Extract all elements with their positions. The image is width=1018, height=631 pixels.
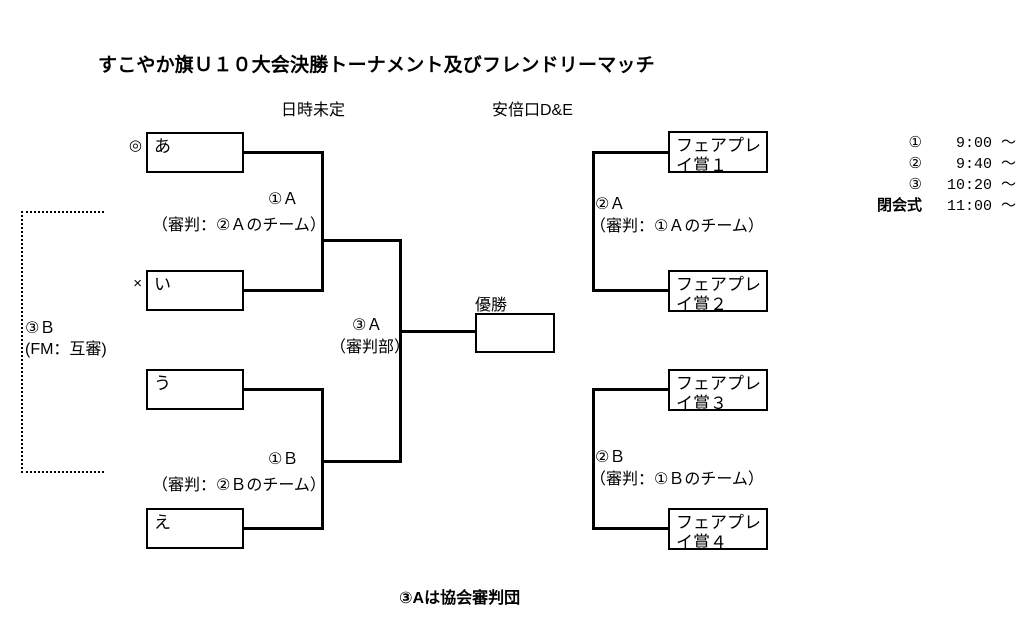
fairplay-line-a-vertical bbox=[592, 151, 595, 292]
schedule-key-2: ② bbox=[908, 155, 922, 172]
schedule-row: ③ 10:20 ～ bbox=[866, 173, 1016, 194]
match-code-2b: ②Ｂ bbox=[595, 449, 626, 466]
fairplay-box-4[interactable]: フェアプレ イ賞４ bbox=[668, 508, 768, 552]
match-referee-3a: （審判部） bbox=[330, 339, 411, 356]
team-mark-1: ◎ bbox=[128, 137, 142, 154]
friendly-match-referee: (FM：互審) bbox=[25, 341, 107, 358]
team-name-4: え bbox=[154, 513, 171, 532]
team-name-3: う bbox=[154, 374, 171, 393]
fairplay-label-3: フェアプレ イ賞３ bbox=[676, 374, 761, 413]
fairplay-box-3[interactable]: フェアプレ イ賞３ bbox=[668, 369, 768, 413]
bracket-line-b-out bbox=[321, 460, 402, 463]
fairplay-line-b-top bbox=[592, 388, 670, 391]
champion-box[interactable] bbox=[475, 313, 555, 353]
schedule-key-4: 閉会式 bbox=[876, 197, 922, 214]
schedule-time-2: 9:40 ～ bbox=[955, 156, 1016, 173]
fairplay-label-2: フェアプレ イ賞２ bbox=[676, 275, 761, 314]
fairplay-label-1: フェアプレ イ賞１ bbox=[676, 136, 761, 175]
team-mark-2: × bbox=[133, 275, 142, 292]
schedule-time-4: 11:00 ～ bbox=[946, 198, 1016, 215]
fairplay-line-a-top bbox=[592, 151, 670, 154]
bracket-line-b-top bbox=[244, 388, 324, 391]
column-header-right: 安倍口D&E bbox=[492, 102, 573, 119]
fairplay-label-4: フェアプレ イ賞４ bbox=[676, 513, 761, 552]
schedule-row: 閉会式 11:00 ～ bbox=[866, 194, 1016, 215]
fairplay-line-b-vertical bbox=[592, 388, 595, 530]
fairplay-line-a-bottom bbox=[592, 289, 670, 292]
schedule-time-1: 9:00 ～ bbox=[955, 135, 1016, 152]
match-code-1a: ①Ａ bbox=[268, 191, 299, 208]
bracket-line-b-vertical bbox=[321, 388, 324, 530]
match-code-1b: ①Ｂ bbox=[268, 451, 299, 468]
fairplay-box-1[interactable]: フェアプレ イ賞１ bbox=[668, 131, 768, 175]
schedule-key-3: ③ bbox=[908, 176, 922, 193]
schedule-row: ① 9:00 ～ bbox=[866, 131, 1016, 152]
bracket-line-a-vertical bbox=[321, 151, 324, 292]
team-box-1[interactable]: あ bbox=[146, 132, 244, 173]
bracket-line-final-out bbox=[399, 330, 477, 333]
team-box-4[interactable]: え bbox=[146, 508, 244, 549]
friendly-match-bracket bbox=[21, 211, 104, 473]
match-referee-1a: （審判：②Ａのチーム） bbox=[152, 217, 326, 234]
match-referee-2a: （審判：①Ａのチーム） bbox=[590, 218, 764, 235]
bracket-line-b-bottom bbox=[244, 527, 324, 530]
team-box-3[interactable]: う bbox=[146, 369, 244, 410]
fairplay-box-2[interactable]: フェアプレ イ賞２ bbox=[668, 270, 768, 314]
bracket-line-a-top bbox=[244, 151, 324, 154]
bracket-line-a-bottom bbox=[244, 289, 324, 292]
schedule-list: ① 9:00 ～ ② 9:40 ～ ③ 10:20 ～ 閉会式 11:00 ～ bbox=[866, 131, 1016, 215]
friendly-match-code: ③Ｂ bbox=[25, 320, 56, 337]
schedule-row: ② 9:40 ～ bbox=[866, 152, 1016, 173]
fairplay-line-b-bottom bbox=[592, 527, 670, 530]
team-name-2: い bbox=[154, 275, 171, 294]
bracket-line-a-out bbox=[321, 239, 402, 242]
match-code-3a: ③Ａ bbox=[352, 317, 383, 334]
team-box-2[interactable]: い bbox=[146, 270, 244, 311]
schedule-time-3: 10:20 ～ bbox=[946, 177, 1016, 194]
footer-note: ③Aは協会審判団 bbox=[399, 590, 521, 607]
column-header-left: 日時未定 bbox=[281, 102, 346, 119]
team-name-1: あ bbox=[154, 137, 171, 156]
match-referee-1b: （審判：②Ｂのチーム） bbox=[152, 477, 326, 494]
page-title: すこやか旗Ｕ１０大会決勝トーナメント及びフレンドリーマッチ bbox=[98, 55, 655, 76]
champion-label: 優勝 bbox=[475, 297, 508, 314]
match-referee-2b: （審判：①Ｂのチーム） bbox=[590, 471, 764, 488]
match-code-2a: ②Ａ bbox=[595, 196, 626, 213]
schedule-key-1: ① bbox=[908, 134, 922, 151]
bracket-line-final-vertical bbox=[399, 239, 402, 463]
